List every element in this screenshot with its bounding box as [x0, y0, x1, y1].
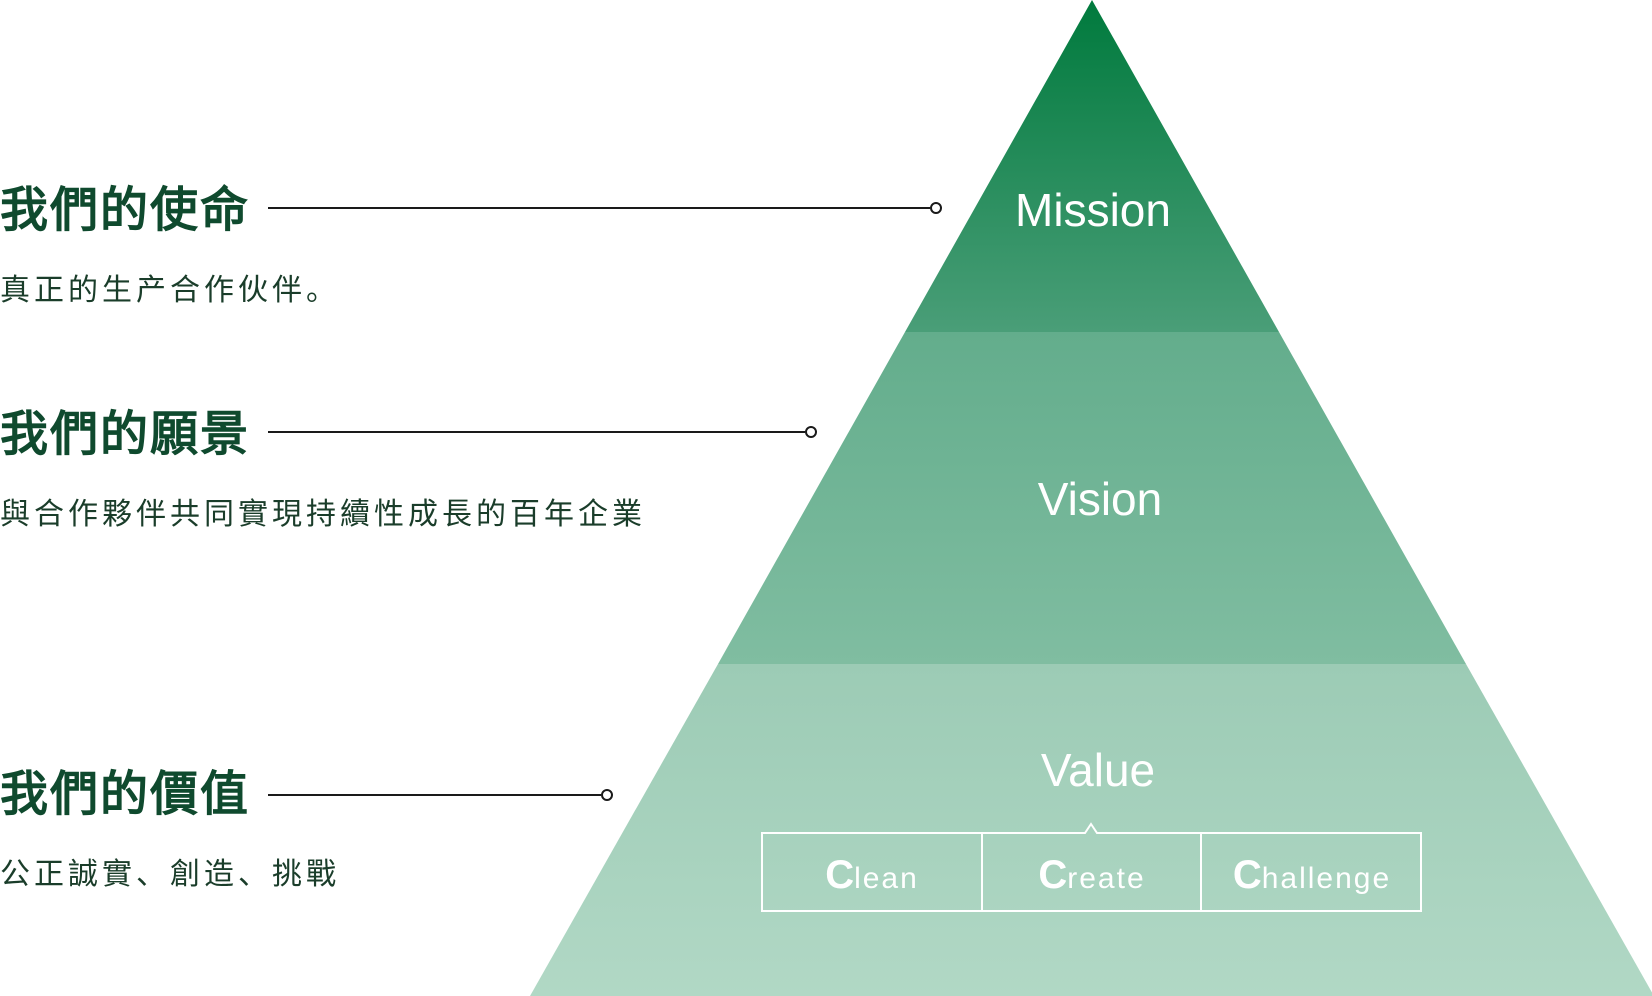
- value-item-challenge: Challenge: [1233, 853, 1391, 897]
- vision-heading: 我們的願景: [0, 406, 251, 462]
- connector-vision: [268, 426, 817, 438]
- connector-value: [268, 789, 613, 801]
- value-heading: 我們的價值: [0, 766, 251, 822]
- value-description: 公正誠實、創造、挑戰: [0, 857, 340, 892]
- pyramid-tier-vision: [718, 332, 1466, 664]
- tier-label-value: Value: [1041, 744, 1155, 796]
- value-item-clean: Clean: [825, 853, 919, 897]
- tier-label-vision: Vision: [1038, 473, 1162, 525]
- connector-mission: [268, 202, 942, 214]
- vision-description: 與合作夥伴共同實現持續性成長的百年企業: [0, 497, 646, 532]
- value-items-box: Clean Create Challenge: [761, 822, 1422, 912]
- mission-description: 真正的生产合作伙伴。: [0, 273, 340, 308]
- value-item-create: Create: [1038, 853, 1145, 897]
- tier-label-mission: Mission: [1015, 184, 1171, 236]
- pyramid-tier-mission: [905, 0, 1279, 332]
- value-box-outline: [761, 822, 1422, 912]
- pyramid-tier-value: [530, 664, 1652, 996]
- mission-heading: 我們的使命: [0, 182, 251, 238]
